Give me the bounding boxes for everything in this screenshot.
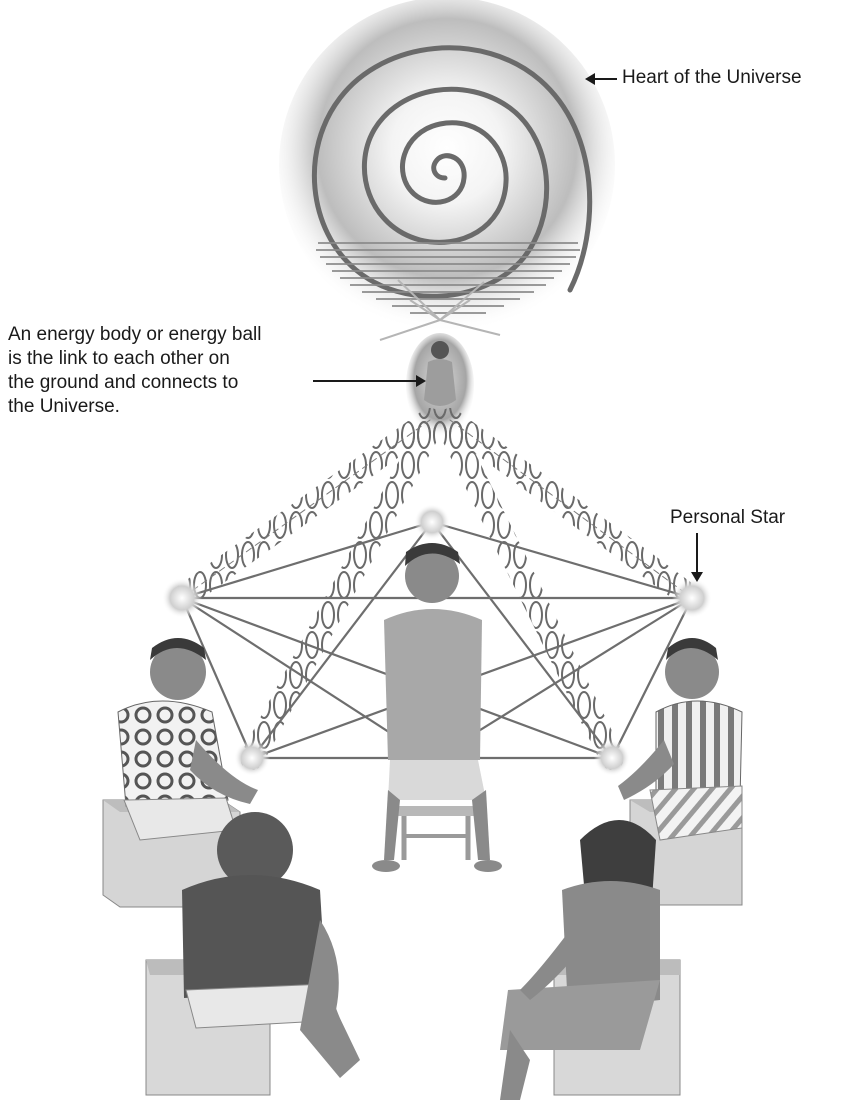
personal-star-right <box>672 578 712 618</box>
energy-body-description: An energy body or energy ball is the lin… <box>8 323 320 419</box>
arrow-down-icon <box>691 533 703 582</box>
personal-star-front-left <box>234 740 270 776</box>
personal-star-front-right <box>594 740 630 776</box>
personal-star-label: Personal Star <box>670 506 785 530</box>
universe-spiral <box>279 0 615 333</box>
energy-body-line: An energy body or energy ball <box>8 323 320 347</box>
energy-body-line: the ground and connects to <box>8 371 320 395</box>
energy-body-line: the Universe. <box>8 395 320 419</box>
personal-star-left <box>162 578 202 618</box>
energy-body-line: is the link to each other on <box>8 347 320 371</box>
man-center-chair <box>372 543 502 872</box>
heart-of-universe-label: Heart of the Universe <box>622 66 802 90</box>
personal-star-center <box>414 504 450 540</box>
